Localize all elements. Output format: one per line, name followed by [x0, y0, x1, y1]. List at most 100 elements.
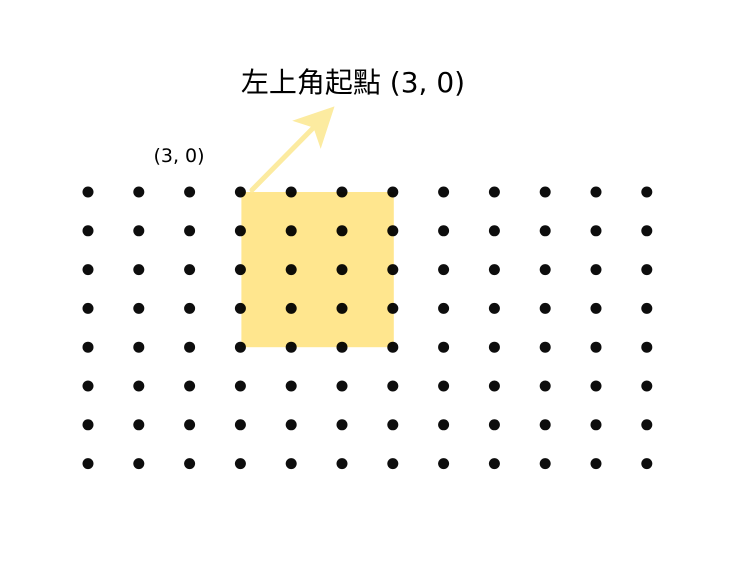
grid-dot	[590, 458, 602, 470]
grid-dot	[539, 380, 551, 392]
grid-dot	[82, 419, 94, 431]
grid-dot	[133, 419, 145, 431]
grid-dot	[539, 458, 551, 470]
grid-dot	[539, 419, 551, 431]
grid-dot	[82, 341, 94, 353]
grid-dot	[438, 380, 450, 392]
grid-dot	[539, 225, 551, 237]
grid-dot	[133, 302, 145, 314]
grid-dot	[133, 380, 145, 392]
grid-dot	[387, 458, 399, 470]
grid-dot	[387, 186, 399, 198]
grid-dot	[387, 225, 399, 237]
grid-dot	[82, 302, 94, 314]
grid-dot	[387, 302, 399, 314]
grid-dot	[641, 380, 653, 392]
grid-dot	[285, 380, 297, 392]
grid-dot	[234, 302, 246, 314]
grid-dot	[590, 186, 602, 198]
grid-dot	[387, 341, 399, 353]
grid-dot	[488, 186, 500, 198]
grid-dot	[234, 341, 246, 353]
grid-dot	[184, 341, 196, 353]
grid-dot	[285, 302, 297, 314]
grid-dot	[590, 341, 602, 353]
grid-dot	[184, 302, 196, 314]
grid-dot	[184, 380, 196, 392]
grid-dot	[82, 264, 94, 276]
grid-dot	[590, 225, 602, 237]
grid-dot	[438, 419, 450, 431]
grid-dot	[285, 225, 297, 237]
grid-dot	[438, 341, 450, 353]
grid-dot	[387, 380, 399, 392]
grid-dot	[184, 458, 196, 470]
grid-dot	[336, 186, 348, 198]
corner-coordinate-label: (3, 0)	[153, 145, 204, 167]
grid-dot	[336, 264, 348, 276]
grid-dot	[234, 380, 246, 392]
grid-dot	[184, 264, 196, 276]
grid-dot	[336, 458, 348, 470]
grid-dot	[285, 419, 297, 431]
grid-dot	[285, 186, 297, 198]
grid-dot	[590, 380, 602, 392]
grid-dot	[641, 419, 653, 431]
grid-dot	[438, 225, 450, 237]
grid-dot	[133, 186, 145, 198]
grid-dot	[387, 419, 399, 431]
grid-dot	[641, 186, 653, 198]
grid-dot	[234, 186, 246, 198]
grid-dot	[488, 458, 500, 470]
grid-dot	[82, 225, 94, 237]
grid-dot	[488, 264, 500, 276]
grid-dot	[387, 264, 399, 276]
grid-dot	[82, 186, 94, 198]
grid-dot	[285, 341, 297, 353]
grid-dot	[539, 264, 551, 276]
grid-dot	[590, 419, 602, 431]
grid-dot	[82, 380, 94, 392]
grid-dot	[641, 302, 653, 314]
grid-dot	[488, 225, 500, 237]
grid-dot	[133, 341, 145, 353]
grid-dot	[590, 264, 602, 276]
pointer-arrow	[249, 106, 335, 193]
grid-dot	[184, 225, 196, 237]
grid-dot	[234, 225, 246, 237]
grid-dot	[438, 458, 450, 470]
grid-dot	[184, 186, 196, 198]
grid-dot	[82, 458, 94, 470]
grid-dot	[336, 225, 348, 237]
grid-dot	[285, 264, 297, 276]
grid-dot	[234, 264, 246, 276]
grid-dot	[285, 458, 297, 470]
dot-grid	[82, 186, 653, 470]
grid-dot	[539, 302, 551, 314]
grid-dot	[336, 380, 348, 392]
grid-dot	[488, 380, 500, 392]
grid-dot	[133, 264, 145, 276]
grid-dot	[641, 458, 653, 470]
grid-dot	[539, 341, 551, 353]
grid-dot	[234, 419, 246, 431]
grid-dot	[184, 419, 196, 431]
grid-dot	[234, 458, 246, 470]
grid-dot	[133, 458, 145, 470]
grid-dot	[336, 302, 348, 314]
grid-dot	[641, 341, 653, 353]
highlighted-region	[241, 192, 394, 348]
grid-dot	[336, 419, 348, 431]
grid-dot	[641, 225, 653, 237]
grid-dot	[336, 341, 348, 353]
grid-dot	[641, 264, 653, 276]
grid-dot	[133, 225, 145, 237]
grid-dot	[590, 302, 602, 314]
grid-dot	[438, 186, 450, 198]
grid-dot	[488, 341, 500, 353]
grid-dot	[488, 419, 500, 431]
grid-dot	[438, 264, 450, 276]
diagram-title: 左上角起點 (3, 0)	[241, 66, 465, 99]
grid-dot	[488, 302, 500, 314]
